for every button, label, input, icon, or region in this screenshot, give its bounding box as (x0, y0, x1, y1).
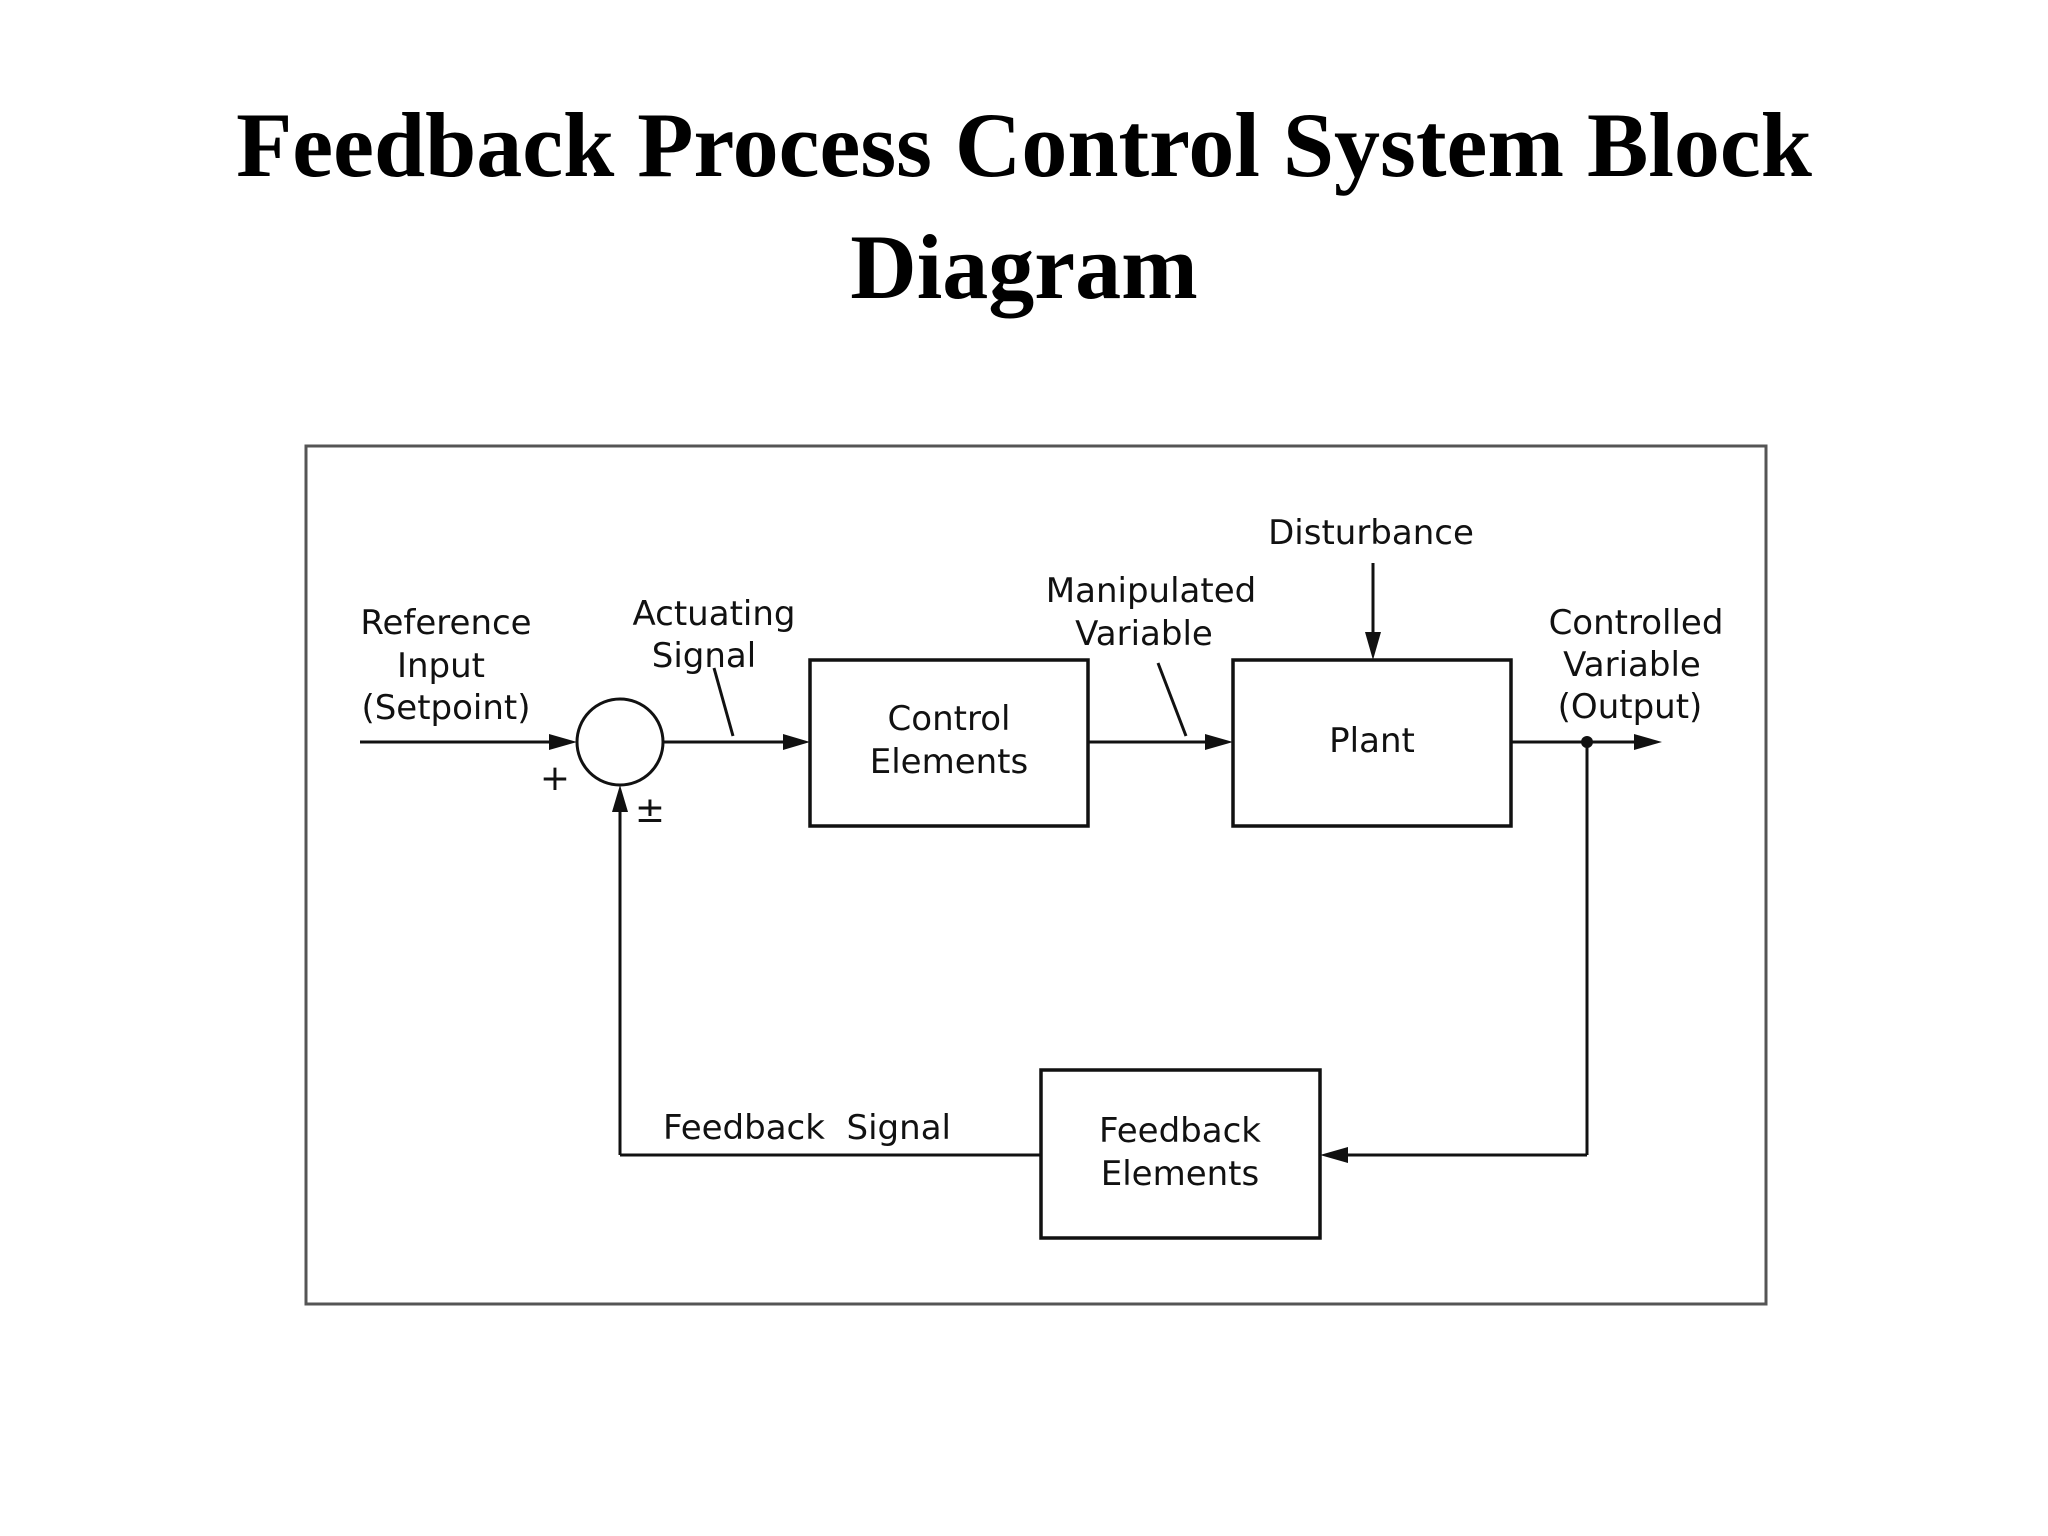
actuating-signal-leader (712, 667, 735, 737)
feedback-signal-label: Feedback Signal (663, 1108, 951, 1148)
actuating-signal-label-line-1: Actuating (633, 594, 796, 634)
controlled-variable-label-line-3: (Output) (1558, 687, 1703, 727)
output-arrowhead (1634, 734, 1662, 750)
manipulated-variable-label-line-2: Variable (1075, 614, 1213, 654)
feedback-elements-label-line-1: Feedback (1099, 1111, 1261, 1151)
control-elements-label-line-1: Control (888, 699, 1011, 739)
plant-label: Plant (1329, 721, 1415, 761)
title-line-1: Feedback Process Control System Block (236, 94, 1812, 196)
reference-input-arrowhead (549, 734, 577, 750)
manipulated-variable-arrowhead (1205, 734, 1233, 750)
title-line-2: Diagram (850, 216, 1198, 318)
sum-plus-minus-sign: ± (635, 790, 665, 831)
actuating-signal-arrowhead (783, 734, 810, 750)
page-title: Feedback Process Control System Block Di… (0, 84, 2048, 328)
disturbance-arrowhead (1365, 632, 1381, 660)
feedback-signal-arrowhead (612, 785, 628, 812)
manipulated-variable-label-line-1: Manipulated (1046, 571, 1256, 611)
reference-input-label-line-3: (Setpoint) (361, 688, 530, 728)
sum-plus-sign: + (540, 758, 570, 799)
feedback-elements-input-arrowhead (1320, 1147, 1348, 1163)
disturbance-label: Disturbance (1268, 513, 1474, 553)
summing-junction (575, 697, 665, 787)
actuating-signal-label-line-2: Signal (652, 636, 756, 676)
diagram-frame (304, 444, 1768, 1306)
controlled-variable-label-line-2: Variable (1563, 645, 1701, 685)
control-elements-block (808, 658, 1090, 828)
feedback-elements-block (1039, 1068, 1322, 1240)
manipulated-variable-leader (1156, 662, 1188, 737)
feedback-elements-label-line-2: Elements (1101, 1154, 1259, 1194)
reference-input-label-line-2: Input (397, 646, 485, 686)
reference-input-label-line-1: Reference (360, 603, 531, 643)
controlled-variable-label-line-1: Controlled (1549, 603, 1724, 643)
control-elements-label-line-2: Elements (870, 742, 1028, 782)
